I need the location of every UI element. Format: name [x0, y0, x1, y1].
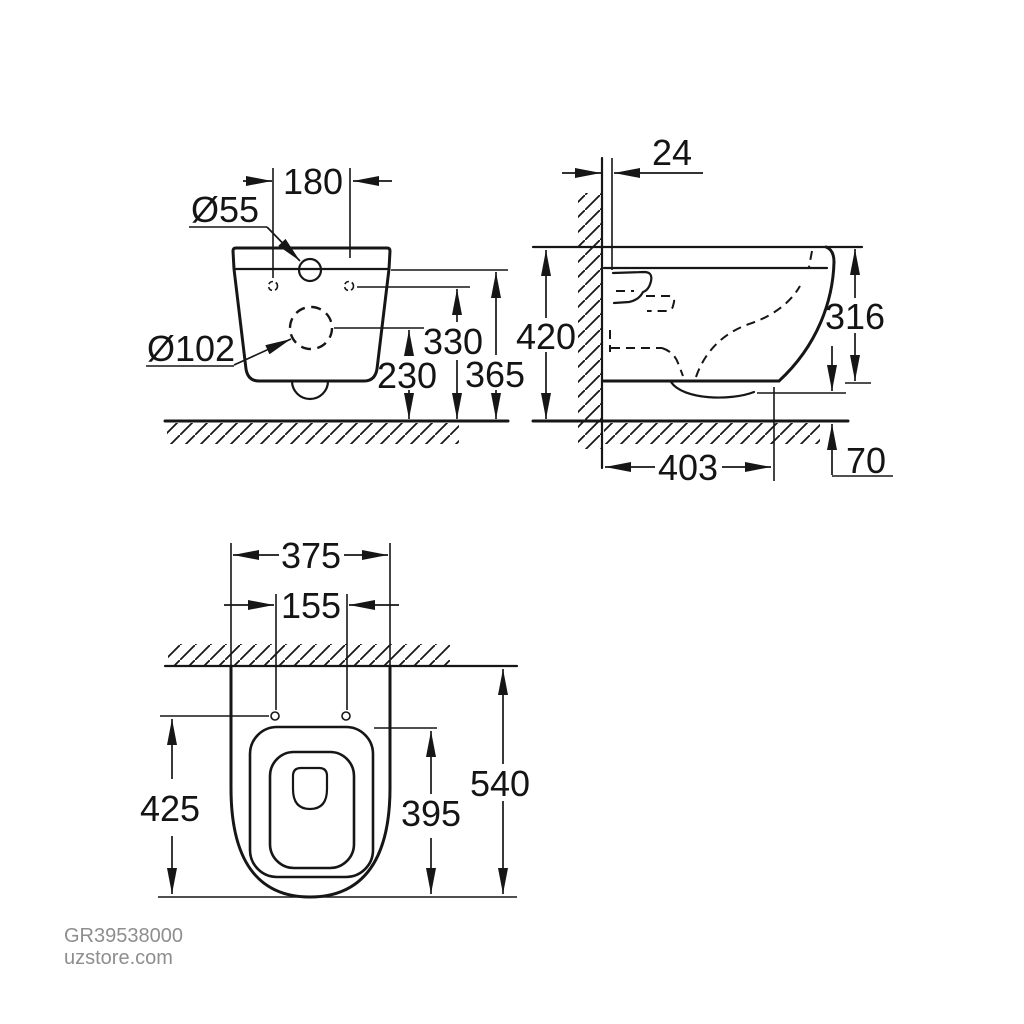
dim-side-total-height-label: 420 — [516, 316, 576, 357]
dim-front-outlet-height-label: 230 — [377, 355, 437, 396]
front-view: 180 Ø55 Ø102 330 230 365 — [146, 161, 525, 444]
watermark-site: uzstore.com — [64, 947, 173, 969]
dim-plan-bowl-length-label: 425 — [140, 788, 200, 829]
plan-view: 375 155 425 395 540 — [140, 535, 530, 899]
dim-inlet-diameter-label: Ø55 — [191, 189, 259, 230]
flush-channel-dashed — [616, 290, 676, 312]
back-channel-dashed — [609, 330, 684, 377]
dim-front-hole-spacing-label: 180 — [283, 161, 343, 202]
bowl-inner-dashed — [695, 285, 801, 378]
plan-outer-outline — [229, 664, 392, 899]
front-outlet-bump — [290, 379, 330, 401]
seat-hole-right-plan — [341, 711, 351, 721]
dim-front-hole-height-label: 330 — [423, 321, 483, 362]
seat-hole-left-front — [267, 280, 279, 292]
watermark-product-code: GR39538000 — [64, 925, 183, 947]
front-floor-hatch — [167, 423, 459, 444]
dim-side-wall-offset-label: 24 — [652, 132, 692, 173]
lid-edge-dashed — [808, 250, 813, 268]
side-view: 24 420 316 403 70 — [516, 132, 893, 488]
inlet-leader-arrow — [266, 226, 301, 262]
flush-inlet-spud — [611, 270, 653, 305]
dim-front-rim-height-label: 365 — [465, 354, 525, 395]
dim-plan-hole-spacing-label: 155 — [281, 585, 341, 626]
inlet-hole-front — [297, 257, 323, 283]
plan-flush-outlet — [291, 766, 329, 811]
seat-hole-left-plan — [270, 711, 280, 721]
dim-plan-seat-length-label: 395 — [401, 793, 461, 834]
outlet-hole-front — [288, 305, 334, 351]
wall-hatch — [578, 193, 601, 449]
front-bowl-outline — [231, 246, 392, 383]
watermark: GR39538000 uzstore.com — [64, 925, 183, 969]
dim-side-floor-clearance-label: 70 — [846, 440, 886, 481]
dim-plan-width-label: 375 — [281, 535, 341, 576]
plan-seat-outline — [248, 725, 375, 879]
side-trap-bulge — [669, 380, 756, 399]
dim-side-depth-label: 403 — [658, 447, 718, 488]
plan-inner-bowl-outline — [268, 750, 356, 870]
dim-plan-total-depth-label: 540 — [470, 763, 530, 804]
dim-side-body-height-label: 316 — [825, 296, 885, 337]
dim-outlet-diameter-label: Ø102 — [147, 328, 235, 369]
outlet-leader-arrow — [233, 338, 292, 366]
side-floor-hatch — [604, 423, 820, 444]
side-front-profile — [777, 245, 836, 383]
plan-wall-hatch — [168, 644, 450, 665]
seat-hole-right-front — [343, 280, 355, 292]
